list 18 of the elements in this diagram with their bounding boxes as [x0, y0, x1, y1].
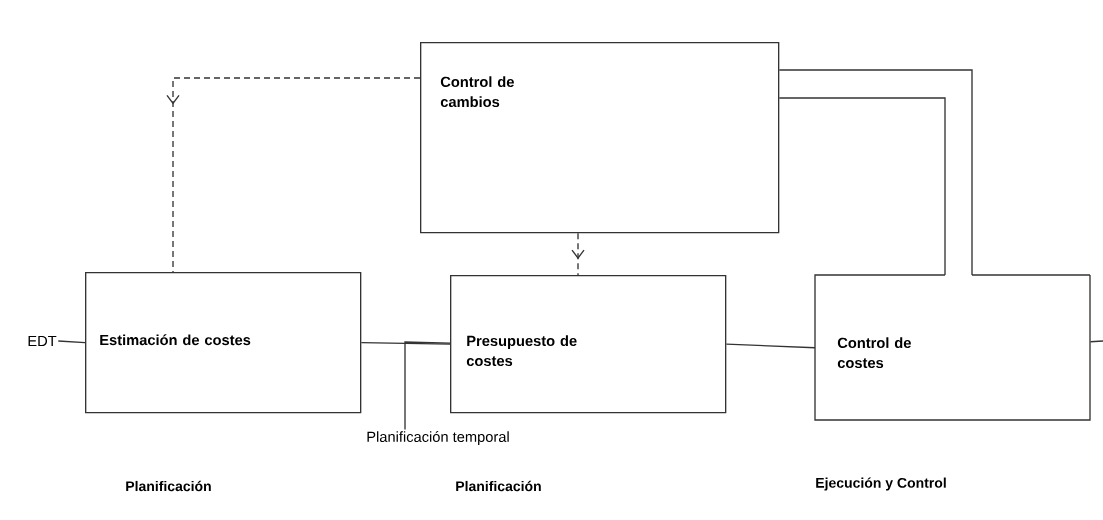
input-label: Planificación temporal [364, 429, 512, 447]
phase-label: Planificación [456, 480, 541, 492]
connector [1089, 340, 1103, 343]
connector [778, 69, 973, 276]
process-box: Presupuesto de costes [450, 275, 727, 414]
connector [778, 97, 946, 276]
connector [360, 342, 451, 345]
process-box: Control de cambios [420, 42, 780, 234]
phase-label: Ejecución y Control [816, 477, 946, 491]
phase-label: Planificación [126, 480, 211, 492]
connector [725, 343, 816, 349]
input-label: EDT [26, 334, 58, 348]
process-box: Estimación de costes [85, 272, 362, 414]
connector [166, 77, 421, 273]
connector [404, 341, 451, 431]
connector [571, 232, 585, 276]
connector [57, 340, 86, 344]
process-box: Control de costes [814, 274, 1091, 421]
